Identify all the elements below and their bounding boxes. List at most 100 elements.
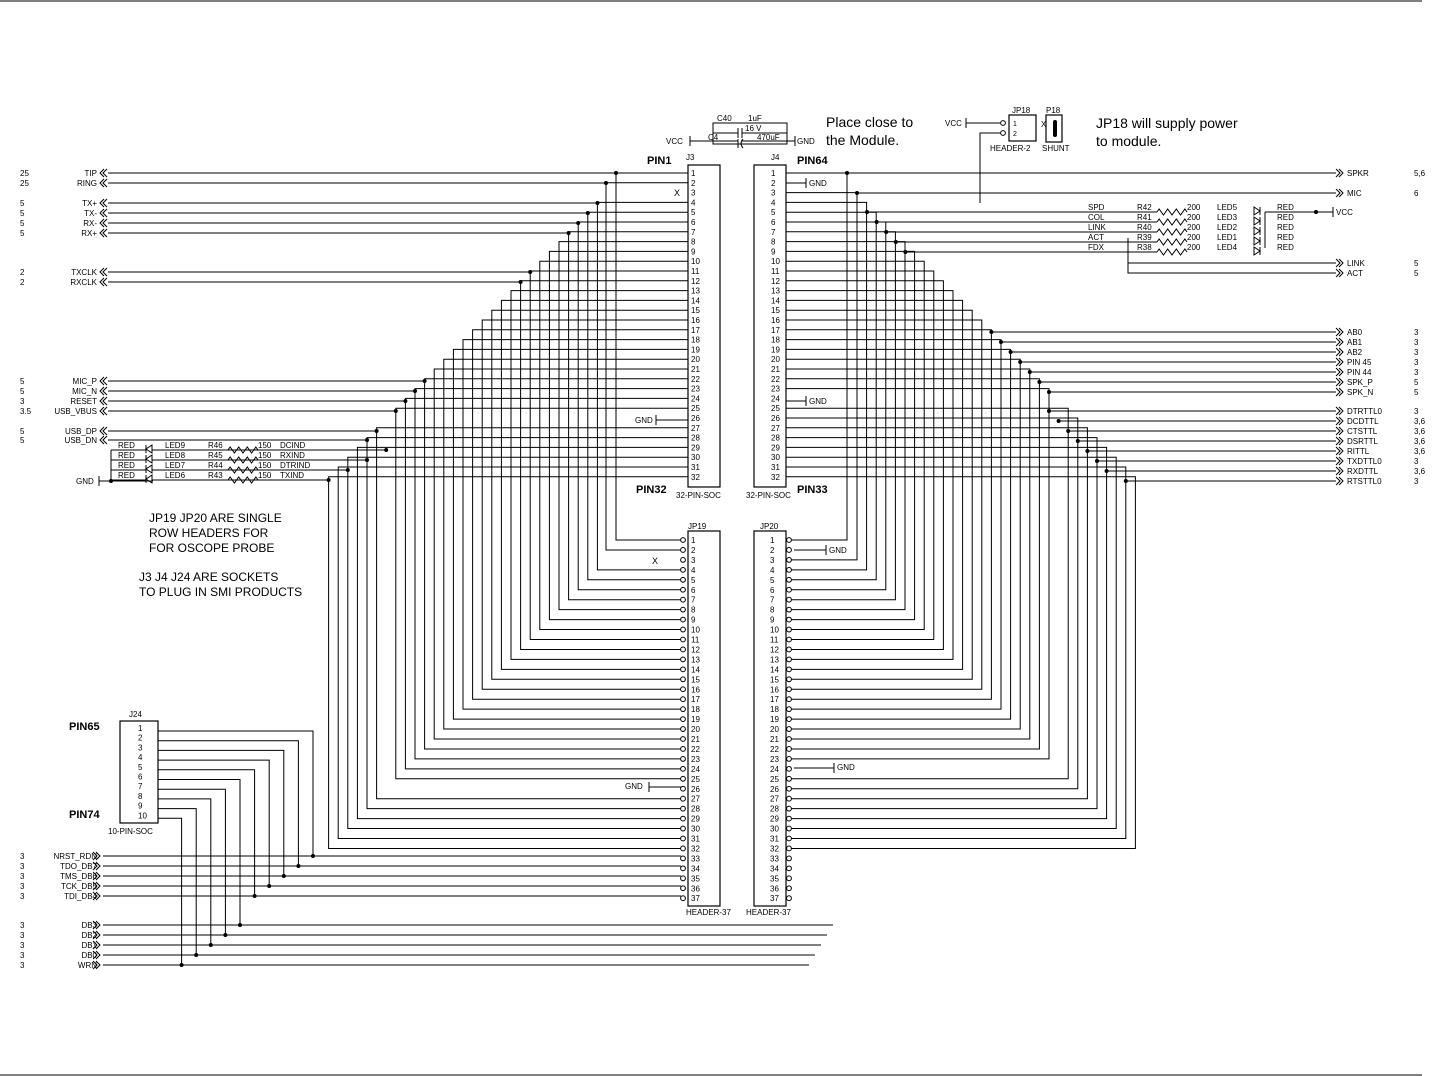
bottom-port-name: DB0 xyxy=(81,951,97,960)
jp20-body xyxy=(753,530,787,907)
bypass-capacitors: C40 1uF 16 V C4 470uF VCC GND xyxy=(666,114,815,149)
j4-pin-number: 18 xyxy=(771,336,780,345)
left-led-net: RXIND xyxy=(280,451,305,460)
right-port-arrow xyxy=(1335,327,1344,337)
right-port-junction xyxy=(1095,459,1099,463)
right-port-name: AB2 xyxy=(1347,348,1363,357)
j4-jp20-wire xyxy=(786,358,1021,730)
left-led-junction xyxy=(365,458,369,462)
jp18-pin1-number: 1 xyxy=(1013,121,1017,128)
right-port-name: RTSTTL0 xyxy=(1347,477,1382,486)
right-port-junction xyxy=(1018,360,1023,364)
right-port-arrow xyxy=(1335,387,1344,397)
j3-jp19-wire xyxy=(605,182,688,551)
j4-pin-number: 29 xyxy=(771,443,780,452)
j4-pin-number: 12 xyxy=(771,277,780,286)
right-led-resistor-ref: R38 xyxy=(1137,243,1152,252)
j4-jp20-wire xyxy=(786,388,1050,760)
jp19-pin-number: 2 xyxy=(691,546,696,555)
left-port-junction xyxy=(528,270,533,274)
left-port-junction xyxy=(413,389,417,393)
j4-jp20-wire xyxy=(786,211,877,581)
left-port-junction xyxy=(374,429,379,433)
j3-body xyxy=(687,164,721,488)
left-port-page-ref: 25 xyxy=(20,179,29,188)
jp19-pin-socket xyxy=(680,895,686,902)
left-port-arrow xyxy=(99,376,108,386)
left-led-ref: LED9 xyxy=(165,441,186,450)
bottom-port-arrow xyxy=(92,930,101,940)
j3-jp19-wire xyxy=(568,231,688,601)
jp20-gnd1-label: GND xyxy=(829,546,847,555)
cap-vcc-label: VCC xyxy=(666,137,683,146)
jp19-pin-socket xyxy=(680,537,686,543)
right-port-name: TXDTTL0 xyxy=(1347,457,1382,466)
j3-jp19-wire xyxy=(539,260,688,631)
j3-jp19-wire xyxy=(472,329,688,700)
left-port-page-ref: 3.5 xyxy=(20,407,32,416)
right-port-arrow xyxy=(1335,416,1344,426)
jp20-pin-socket xyxy=(786,756,792,762)
right-led-junction xyxy=(865,210,869,214)
j4-pin-number: 9 xyxy=(771,247,776,256)
j3-jp19-wire xyxy=(433,368,688,740)
jp20-pin-number: 1 xyxy=(770,536,775,545)
bottom-port-page-ref: 3 xyxy=(20,852,25,861)
jp19-pin-socket xyxy=(680,676,686,683)
j3-pin-number: 32 xyxy=(691,473,700,482)
j3-nc-mark: X xyxy=(674,188,680,198)
jp20-pin-socket xyxy=(786,825,792,832)
bottom-port-page-ref: 3 xyxy=(20,921,25,930)
jp20-ref: JP20 xyxy=(760,522,779,531)
right-led-net: LINK xyxy=(1088,223,1106,232)
j3-pin-number: 10 xyxy=(691,257,700,266)
left-port-junction xyxy=(422,379,427,383)
c4-value: 470uF xyxy=(757,133,780,142)
j24-pin-number: 4 xyxy=(138,753,143,762)
jp19-pin-number: 18 xyxy=(691,705,700,714)
jp20-pin-socket xyxy=(786,586,792,593)
bottom-port-junction xyxy=(281,874,286,878)
j4-jp20-wire xyxy=(786,339,1002,710)
j4-pin-number: 10 xyxy=(771,257,780,266)
j3-gnd-label: GND xyxy=(635,416,653,425)
j3-jp19-wire xyxy=(347,456,688,830)
j3-pin-number: 22 xyxy=(691,375,700,384)
jp20-pin-socket xyxy=(786,726,792,732)
right-port-page-ref: 3,6 xyxy=(1414,447,1426,456)
c40-voltage: 16 V xyxy=(745,124,762,133)
jp20-pin-socket xyxy=(786,696,792,703)
jp20-pin-number: 37 xyxy=(770,894,779,903)
right-led-resistor-icon xyxy=(1156,248,1188,256)
left-led-resistor-value: 150 xyxy=(258,461,272,470)
bottom-port-name: TCK_DB5 xyxy=(61,882,98,891)
right-port-arrow xyxy=(1335,446,1344,456)
left-led-color: RED xyxy=(118,451,135,460)
jp19-pin-number: 25 xyxy=(691,775,700,784)
jp20-pin-socket xyxy=(786,596,792,603)
j4-body xyxy=(753,164,787,488)
left-led-gnd-label: GND xyxy=(76,477,94,486)
jp20-pin-number: 11 xyxy=(770,636,779,645)
j3-pin-number: 9 xyxy=(691,247,696,256)
jp20-pin-number: 23 xyxy=(770,755,779,764)
j3-jp19-wire xyxy=(615,172,688,541)
right-led-icon xyxy=(1253,246,1261,256)
jp19-nc-mark: X xyxy=(652,556,658,566)
left-port-arrow xyxy=(99,218,108,228)
jp20-pin-socket xyxy=(786,656,792,663)
j3-jp19-wire xyxy=(424,378,688,750)
j3-pin-number: 29 xyxy=(691,443,700,452)
c4-ref: C4 xyxy=(708,133,719,142)
bottom-port-arrow xyxy=(92,871,101,881)
c40-value: 1uF xyxy=(748,114,762,123)
j24-wire xyxy=(158,808,197,955)
j4-pin-number: 16 xyxy=(771,316,780,325)
j4-jp20-wire xyxy=(786,221,887,591)
jp20-pin-number: 12 xyxy=(770,645,779,654)
left-port-name: USB_DN xyxy=(65,436,98,445)
j24-wire xyxy=(158,798,212,945)
left-port-junction xyxy=(585,211,590,215)
right-port-name: SPKR xyxy=(1347,169,1369,178)
bottom-port-arrow xyxy=(92,861,101,871)
